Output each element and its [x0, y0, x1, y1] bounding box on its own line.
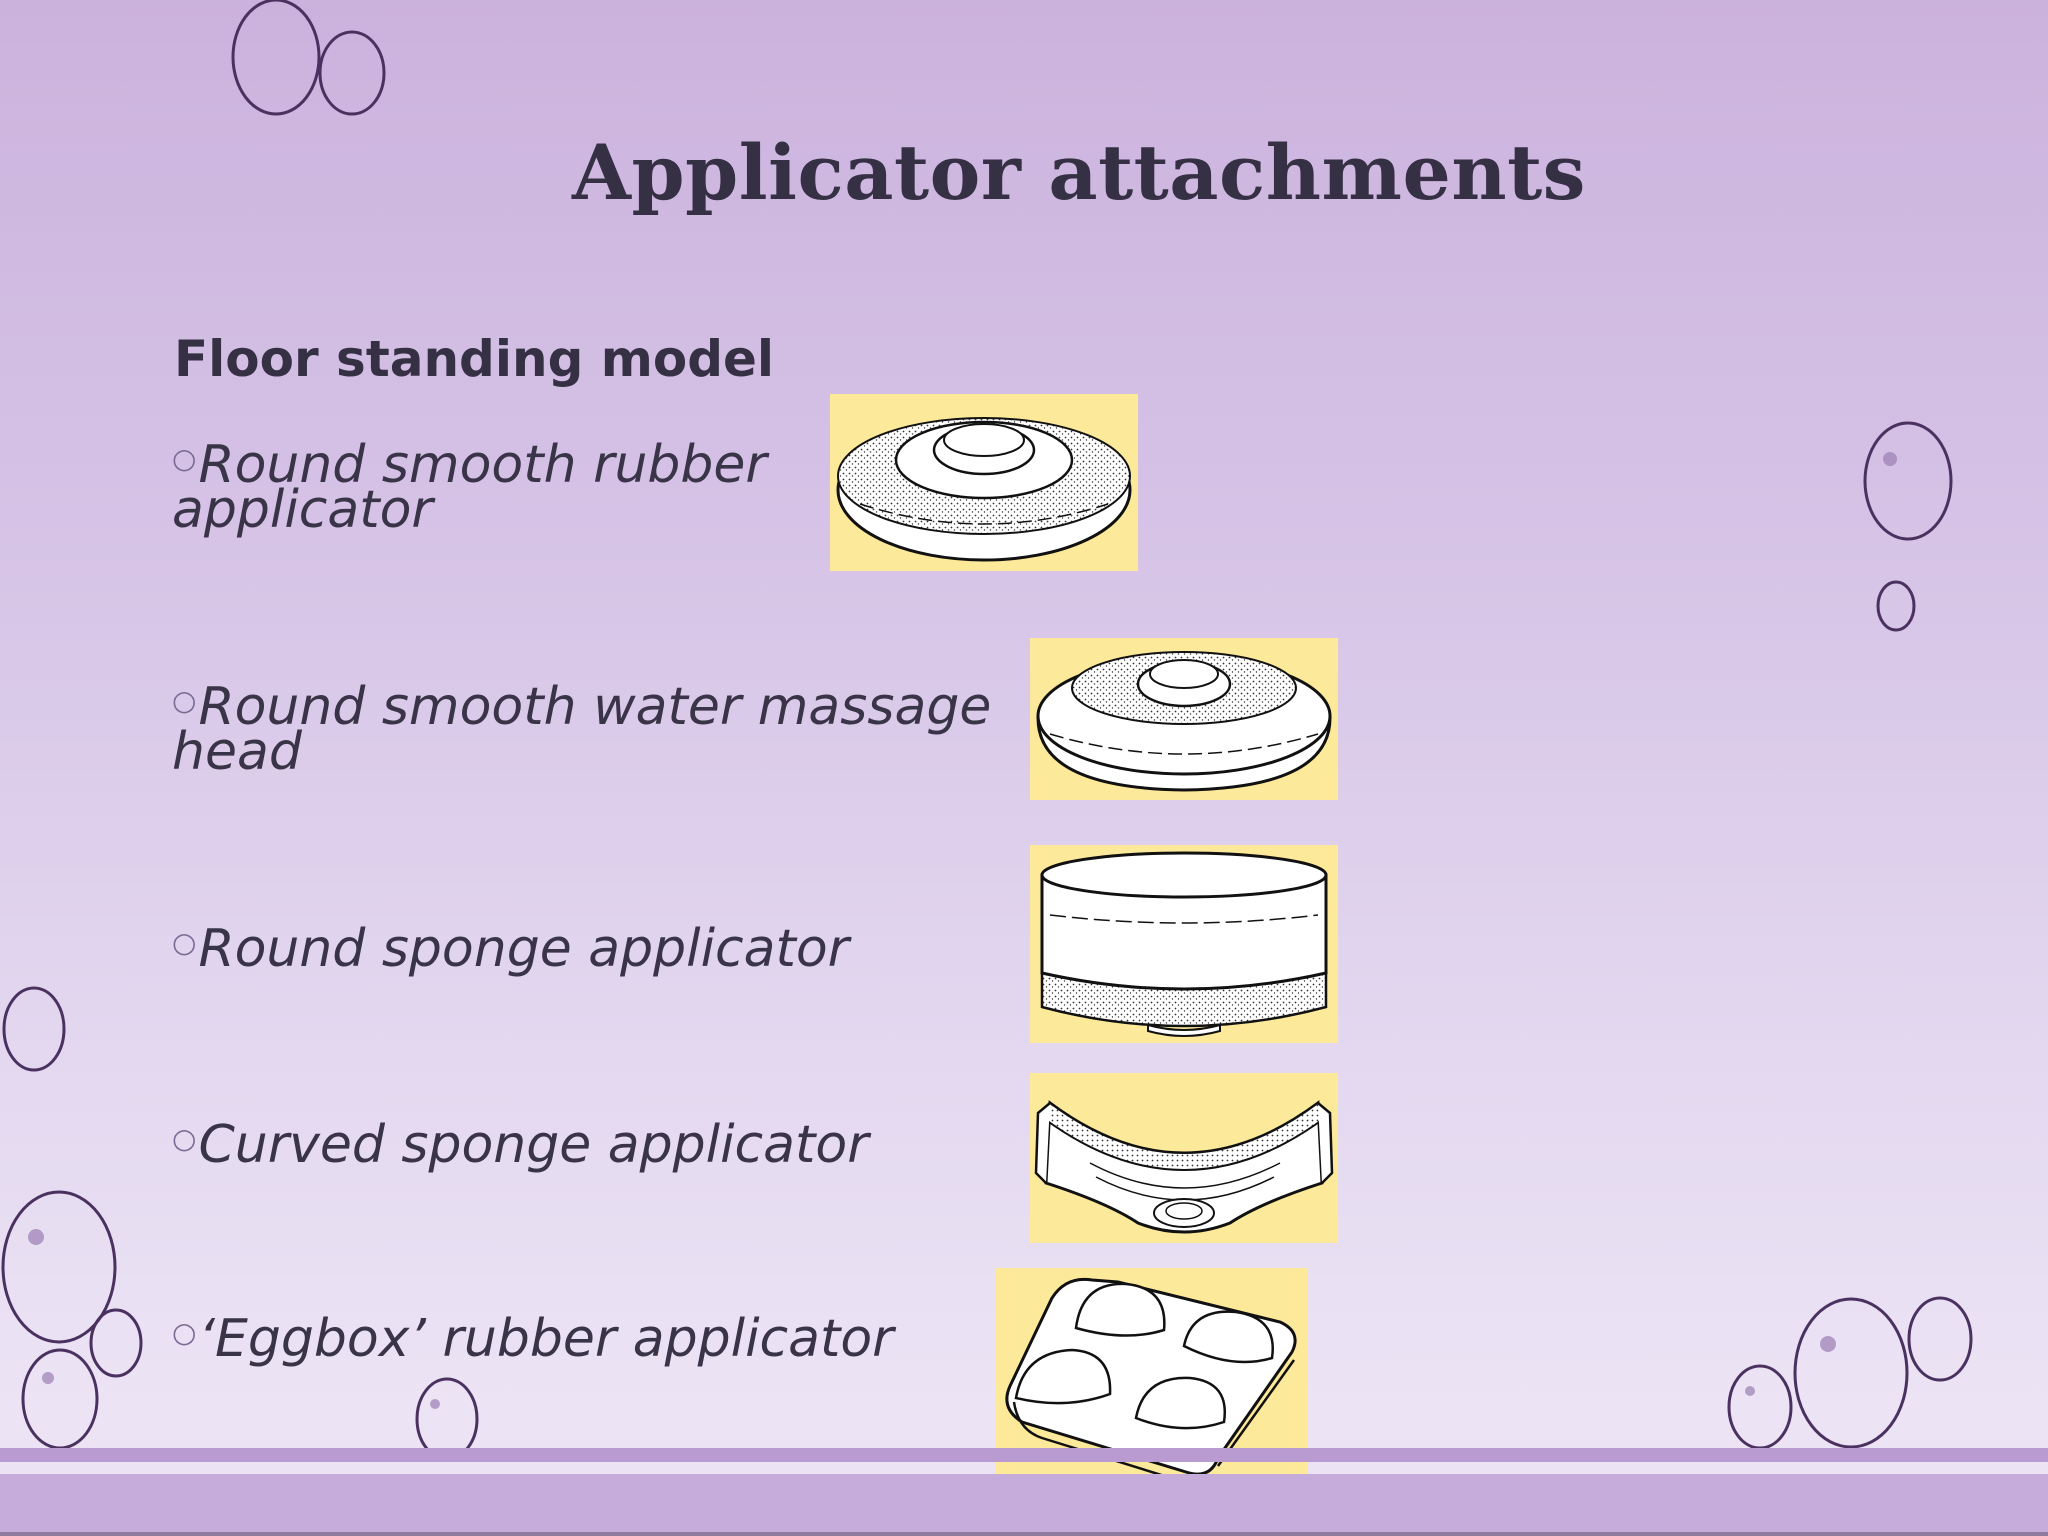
- bubble-circle: [1863, 421, 1953, 541]
- bubble-circle: [231, 0, 321, 116]
- bubble-circle: [1876, 580, 1916, 632]
- bubble-circle: [415, 1377, 479, 1461]
- list-item-text: ‘Eggbox’ rubber applicator: [198, 1309, 894, 1369]
- bubble-circle: [21, 1348, 99, 1450]
- footer-band: [0, 1448, 2048, 1462]
- bullet-icon: ○: [172, 1122, 197, 1155]
- round-smooth-rubber-applicator-icon: [830, 394, 1138, 571]
- list-item: ○Round sponge applicator: [172, 920, 1032, 975]
- eggbox-rubber-applicator-icon: [996, 1268, 1308, 1480]
- bubble-circle: [318, 30, 386, 116]
- list-item-text: Round smooth rubber applicator: [172, 435, 767, 540]
- bubble-circle: [2, 986, 66, 1072]
- bubble-circle: [89, 1308, 143, 1378]
- list-item: ○‘Eggbox’ rubber applicator: [172, 1310, 1032, 1365]
- slide-title: Applicator attachments: [572, 128, 1586, 217]
- curved-sponge-applicator-icon: [1030, 1073, 1338, 1243]
- round-sponge-applicator-icon: [1030, 845, 1338, 1043]
- footer-edge: [0, 1532, 2048, 1536]
- bubble-circle: [1727, 1364, 1793, 1450]
- water-massage-head-icon: [1030, 638, 1338, 800]
- bullet-icon: ○: [172, 684, 197, 717]
- list-item-text: Round sponge applicator: [198, 919, 850, 979]
- list-item: ○Curved sponge applicator: [172, 1116, 1032, 1171]
- bubble-circle: [1793, 1297, 1909, 1449]
- bubble-circle: [1907, 1296, 1973, 1382]
- bullet-icon: ○: [172, 442, 197, 475]
- bullet-icon: ○: [172, 1316, 197, 1349]
- footer-bar: [0, 1474, 2048, 1536]
- bullet-icon: ○: [172, 926, 197, 959]
- bubble-circle: [1, 1190, 117, 1344]
- section-heading: Floor standing model: [174, 330, 775, 388]
- list-item-text: Curved sponge applicator: [198, 1115, 869, 1175]
- list-item-text: Round smooth water massage head: [172, 677, 992, 782]
- list-item: ○Round smooth rubber applicator: [172, 436, 812, 536]
- list-item: ○Round smooth water massage head: [172, 678, 1032, 778]
